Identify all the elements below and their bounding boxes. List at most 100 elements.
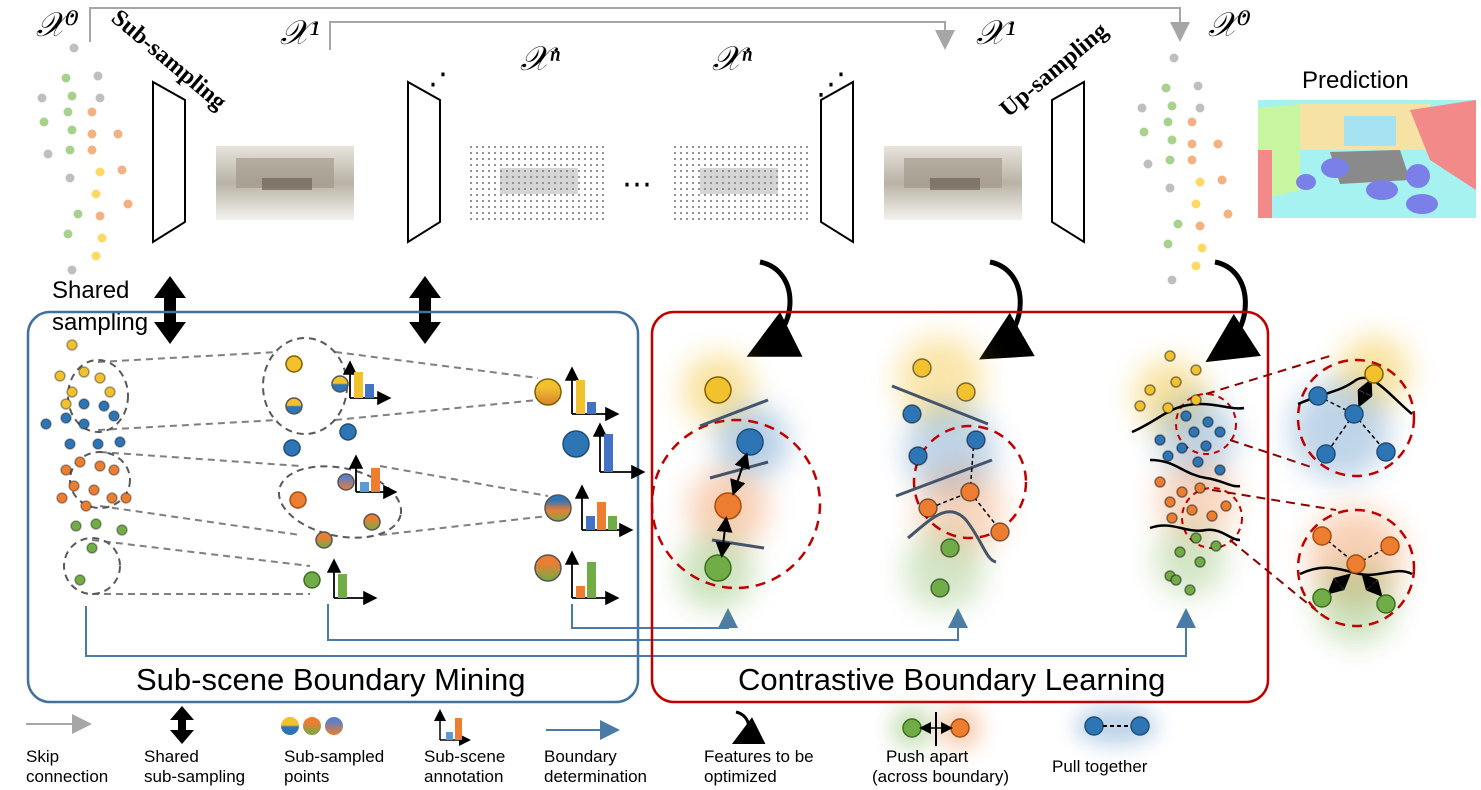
output-point: [1163, 239, 1173, 249]
mining-point: [68, 480, 80, 492]
sub-sampled-point: [363, 513, 381, 531]
input-point: [63, 107, 73, 117]
feature-point: [930, 578, 950, 598]
output-point: [1137, 103, 1147, 113]
feature-point: [1164, 496, 1176, 508]
svg-text:Sub-sampled: Sub-sampled: [284, 747, 384, 766]
input-point: [67, 125, 77, 135]
output-point: [1195, 221, 1205, 231]
mining-points: [40, 339, 590, 589]
label-xn-right: 𝒳ⁿ: [712, 41, 752, 78]
feature-glow: [896, 336, 984, 424]
feature-point: [704, 554, 732, 582]
output-point: [1161, 83, 1171, 93]
feature-point: [1210, 540, 1222, 552]
sub-sampled-point: [315, 531, 333, 549]
push-apart-arrow: [730, 452, 750, 496]
annotation-bar: [371, 468, 380, 492]
mining-point: [54, 370, 66, 382]
feature-point: [1214, 426, 1226, 438]
feature-point: [902, 404, 922, 424]
output-point: [1223, 209, 1233, 219]
mining-point: [90, 518, 102, 530]
decoder-block-2: [1051, 80, 1085, 244]
zoom-point: [1312, 526, 1332, 546]
mining-point: [116, 524, 128, 536]
prediction-title: Prediction: [1302, 67, 1409, 94]
output-point: [1165, 155, 1175, 165]
label-x0-left: 𝒳⁰: [36, 7, 79, 44]
output-point: [1187, 139, 1197, 149]
output-point: [1217, 175, 1227, 185]
coarse-point: [534, 554, 562, 582]
skip-connection-x0: [89, 7, 1190, 42]
svg-text:(across boundary): (across boundary): [872, 767, 1009, 786]
zoom-point: [1364, 364, 1384, 384]
label-x1-left: 𝒳¹: [280, 15, 319, 52]
zoom-point: [1376, 442, 1396, 462]
coarse-point: [544, 494, 572, 522]
feature-point: [1194, 482, 1206, 494]
sub-sampled-point: [303, 571, 321, 589]
boundary-curve: [1131, 402, 1245, 434]
push-apart-arrow: [715, 516, 733, 558]
input-point: [67, 265, 77, 275]
input-point: [63, 229, 73, 239]
scene-thumb-xn-encoder: [470, 146, 608, 220]
mining-point: [92, 438, 104, 450]
mining-point: [60, 464, 72, 476]
focus-circle: [1175, 393, 1237, 455]
annotation-bar: [597, 502, 606, 530]
input-point: [61, 73, 71, 83]
zoom-push-arrow: [1361, 573, 1383, 597]
feature-point: [736, 428, 764, 456]
feature-point: [1220, 500, 1232, 512]
input-point: [69, 43, 79, 53]
feature-point: [1170, 574, 1182, 586]
annotation-bar: [608, 516, 617, 530]
zoom-point: [1344, 404, 1364, 424]
svg-text:Pull together: Pull together: [1052, 757, 1148, 776]
zoom-point: [1346, 554, 1366, 574]
prediction-image: [1258, 100, 1476, 218]
optimize-arrow-1: [746, 259, 803, 357]
mining-point: [104, 386, 116, 398]
input-point: [65, 173, 75, 183]
point-column-output: [1137, 53, 1233, 285]
feature-point: [1154, 434, 1166, 446]
annotation-bar: [586, 516, 595, 530]
mining-point: [74, 456, 86, 468]
legend-boundary-determination: Boundary determination: [544, 720, 647, 786]
sampling-label: sampling: [52, 309, 148, 336]
point-column-input: [37, 43, 133, 275]
input-point: [87, 129, 97, 139]
output-point: [1193, 81, 1203, 91]
label-xn-left: 𝒳ⁿ: [520, 41, 560, 78]
mining-point: [106, 492, 118, 504]
feature-point: [960, 482, 980, 502]
output-point: [1165, 183, 1175, 193]
feature-point: [1176, 442, 1188, 454]
focus-circle: [650, 418, 822, 590]
hdots: ⋯: [622, 168, 652, 201]
svg-text:Skip: Skip: [26, 747, 59, 766]
output-point: [1163, 117, 1173, 127]
annotation-bar: [576, 586, 585, 598]
zoom-point: [1312, 588, 1332, 608]
legend-push-apart: Push apart (across boundary): [872, 706, 1009, 786]
sub-sampled-point: [285, 355, 303, 373]
feature-point: [1170, 376, 1182, 388]
mining-point: [108, 410, 120, 422]
zoom-circle-bottom: [1296, 508, 1416, 628]
feature-point: [1190, 394, 1202, 406]
input-point: [87, 145, 97, 155]
feature-point: [1134, 400, 1146, 412]
input-point: [39, 117, 49, 127]
decoder-block-1: [820, 80, 854, 244]
mining-title: Sub-scene Boundary Mining: [136, 662, 525, 697]
annotation-bar: [365, 384, 374, 398]
output-point: [1167, 101, 1177, 111]
contrastive-boundary-learning: Contrastive Boundary Learning: [650, 310, 1270, 704]
feature-point: [1188, 426, 1200, 438]
